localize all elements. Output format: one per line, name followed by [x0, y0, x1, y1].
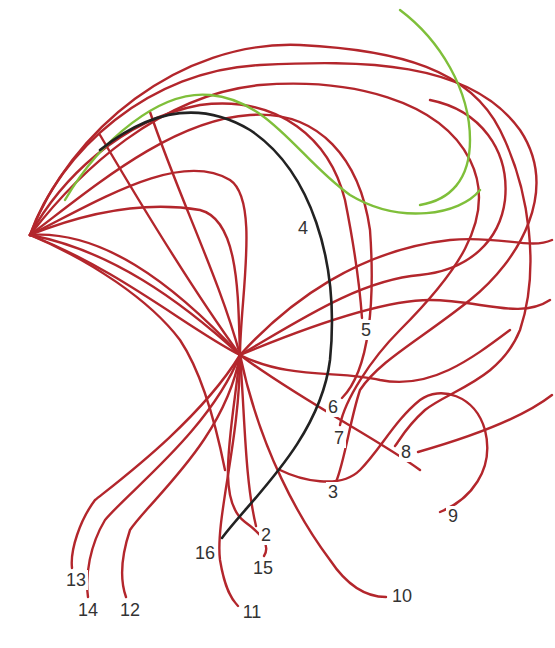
callout-number: 6 [326, 397, 340, 417]
callout-number: 11 [241, 602, 264, 622]
black-fiber [100, 113, 332, 538]
callout-number: 2 [259, 525, 273, 545]
callout-number: 4 [296, 218, 310, 238]
red-fibers [30, 45, 552, 606]
callout-number: 12 [118, 600, 142, 620]
green-fibers [65, 10, 480, 214]
callout-number: 10 [390, 586, 414, 606]
callout-number: 9 [446, 506, 460, 526]
callout-number: 14 [76, 600, 100, 620]
callout-number: 13 [64, 570, 88, 590]
callout-number: 7 [332, 428, 346, 448]
callout-number: 16 [193, 543, 217, 563]
callout-number: 3 [326, 482, 340, 502]
callout-number: 5 [359, 320, 373, 340]
callout-number: 15 [251, 558, 275, 578]
callout-number: 8 [399, 442, 413, 462]
